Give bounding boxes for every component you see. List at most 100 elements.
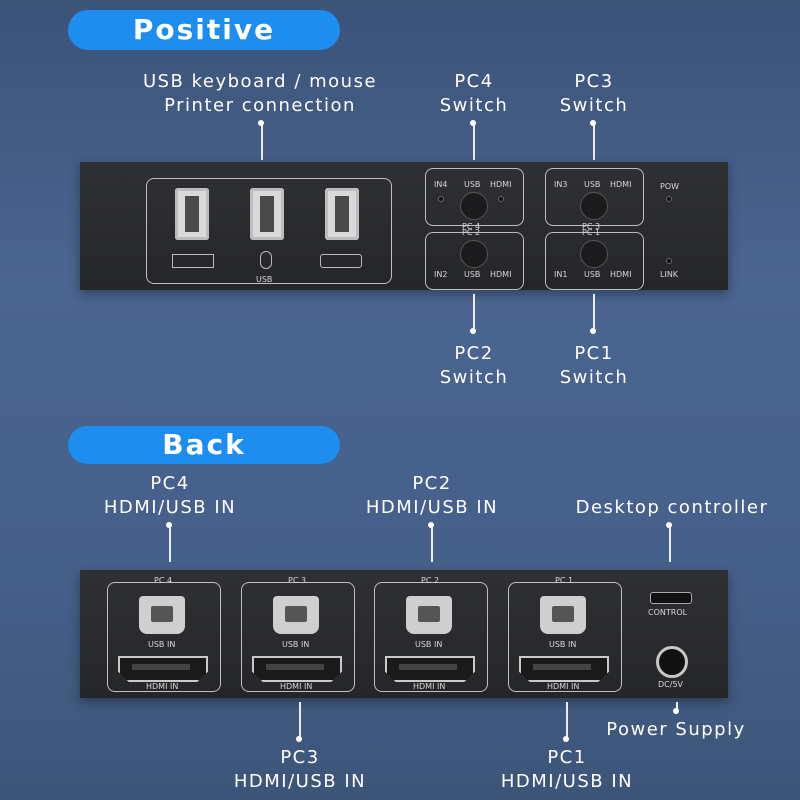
callout-back-pc4: PC4 HDMI/USB IN — [70, 472, 270, 520]
back-pc3-usb-label: USB IN — [282, 640, 310, 649]
callout-desktop-line1: Desktop controller — [575, 497, 769, 518]
back-pc1-frame — [508, 582, 622, 692]
callout-back-pc2: PC2 HDMI/USB IN — [332, 472, 532, 520]
callout-pc2-switch: PC2 Switch — [414, 342, 534, 390]
back-pc3-frame — [241, 582, 355, 692]
back-pc2-name: PC 2 — [421, 576, 440, 585]
front-section-title: Positive — [68, 10, 340, 50]
usb-port-group — [146, 178, 392, 284]
usb-a-port-3[interactable] — [325, 188, 359, 240]
usb-a-port-1[interactable] — [175, 188, 209, 240]
pc4-switch-box — [425, 168, 524, 226]
back-pc1-usb-b-port[interactable] — [540, 596, 586, 634]
printer-icon — [320, 254, 362, 268]
back-pc3-hdmi-label: HDMI IN — [280, 682, 313, 691]
pc3-switch-button[interactable] — [580, 192, 608, 220]
callout-pc3-line2: Switch — [559, 95, 629, 116]
pc4-hdmi-led — [498, 196, 504, 202]
pc2-switch-box — [425, 232, 524, 290]
back-pc2-frame — [374, 582, 488, 692]
pc2-in-label: IN2 — [434, 270, 448, 279]
pc1-switch-button[interactable] — [580, 240, 608, 268]
back-pc2-hdmi-port[interactable] — [385, 656, 475, 682]
callout-back-pc1: PC1 HDMI/USB IN — [467, 746, 667, 794]
pc3-hdmi-label: HDMI — [610, 180, 632, 189]
back-pc4-hdmi-port[interactable] — [118, 656, 208, 682]
callout-usb-line2: Printer connection — [164, 95, 356, 116]
pc3-usb-label: USB — [584, 180, 601, 189]
pc2-usb-label: USB — [464, 270, 481, 279]
callout-pc1-line2: Switch — [559, 367, 629, 388]
back-pc1-hdmi-label: HDMI IN — [547, 682, 580, 691]
back-pc1-name: PC 1 — [555, 576, 574, 585]
callout-usb: USB keyboard / mouse Printer connection — [100, 70, 420, 118]
back-pc2-usb-label: USB IN — [415, 640, 443, 649]
callout-back-pc4-line2: HDMI/USB IN — [103, 497, 237, 518]
callout-pc4-line1: PC4 — [454, 71, 494, 92]
pc3-switch-box — [545, 168, 644, 226]
back-pc2-hdmi-label: HDMI IN — [413, 682, 446, 691]
pc4-name: PC 4 — [462, 222, 481, 231]
callout-pc1-switch: PC1 Switch — [534, 342, 654, 390]
mouse-icon — [260, 251, 272, 269]
callout-back-pc1-line1: PC1 — [547, 747, 587, 768]
pc2-name: PC 2 — [462, 228, 481, 237]
back-panel: PC 4 USB IN HDMI IN PC 3 USB IN HDMI IN … — [80, 570, 728, 698]
pow-led — [666, 196, 672, 202]
pc4-in-led — [438, 196, 444, 202]
callout-back-pc3-line1: PC3 — [280, 747, 320, 768]
callout-pc4-switch: PC4 Switch — [414, 70, 534, 118]
callout-pc3-line1: PC3 — [574, 71, 614, 92]
callout-pc2-line1: PC2 — [454, 343, 494, 364]
keyboard-icon — [172, 254, 214, 268]
usb-label: USB — [256, 275, 273, 284]
callout-power-line1: Power Supply — [606, 719, 746, 740]
usb-a-port-2[interactable] — [250, 188, 284, 240]
back-pc3-hdmi-port[interactable] — [252, 656, 342, 682]
pc1-name: PC 1 — [582, 228, 601, 237]
link-label: LINK — [660, 270, 679, 279]
pc2-hdmi-label: HDMI — [490, 270, 512, 279]
dc-label: DC/5V — [658, 680, 684, 689]
pc1-usb-label: USB — [584, 270, 601, 279]
callout-back-pc2-line1: PC2 — [412, 473, 452, 494]
back-pc2-usb-b-port[interactable] — [406, 596, 452, 634]
back-pc4-hdmi-label: HDMI IN — [146, 682, 179, 691]
pc4-hdmi-label: HDMI — [490, 180, 512, 189]
pc1-switch-box — [545, 232, 644, 290]
callout-usb-line1: USB keyboard / mouse — [142, 71, 378, 92]
pc2-switch-button[interactable] — [460, 240, 488, 268]
back-pc3-usb-b-port[interactable] — [273, 596, 319, 634]
callout-back-pc2-line2: HDMI/USB IN — [365, 497, 499, 518]
pc3-name: PC 3 — [582, 222, 601, 231]
pow-label: POW — [660, 182, 680, 191]
back-pc4-usb-label: USB IN — [148, 640, 176, 649]
control-port[interactable] — [650, 592, 692, 604]
pc4-switch-button[interactable] — [460, 192, 488, 220]
callout-pc4-line2: Switch — [439, 95, 509, 116]
pc4-in-label: IN4 — [434, 180, 448, 189]
control-label: CONTROL — [648, 608, 688, 617]
callout-pc3-switch: PC3 Switch — [534, 70, 654, 118]
back-section-title: Back — [68, 426, 340, 464]
back-pc3-name: PC 3 — [288, 576, 307, 585]
back-pc4-usb-b-port[interactable] — [139, 596, 185, 634]
dc-power-jack[interactable] — [656, 646, 688, 678]
back-pc1-hdmi-port[interactable] — [519, 656, 609, 682]
link-led — [666, 258, 672, 264]
front-panel: USB IN4 USB HDMI PC 4 IN3 USB HDMI PC 3 … — [80, 162, 728, 290]
callout-back-pc3-line2: HDMI/USB IN — [233, 771, 367, 792]
callout-back-pc4-line1: PC4 — [150, 473, 190, 494]
callout-pc2-line2: Switch — [439, 367, 509, 388]
callout-back-pc3: PC3 HDMI/USB IN — [200, 746, 400, 794]
pc4-usb-label: USB — [464, 180, 481, 189]
back-pc1-usb-label: USB IN — [549, 640, 577, 649]
back-pc4-frame — [107, 582, 221, 692]
back-pc4-name: PC 4 — [154, 576, 173, 585]
callout-desktop-controller: Desktop controller — [552, 496, 792, 520]
pc1-in-label: IN1 — [554, 270, 568, 279]
callout-back-pc1-line2: HDMI/USB IN — [500, 771, 634, 792]
callout-pc1-line1: PC1 — [574, 343, 614, 364]
pc3-in-label: IN3 — [554, 180, 568, 189]
callout-power-supply: Power Supply — [576, 718, 776, 742]
